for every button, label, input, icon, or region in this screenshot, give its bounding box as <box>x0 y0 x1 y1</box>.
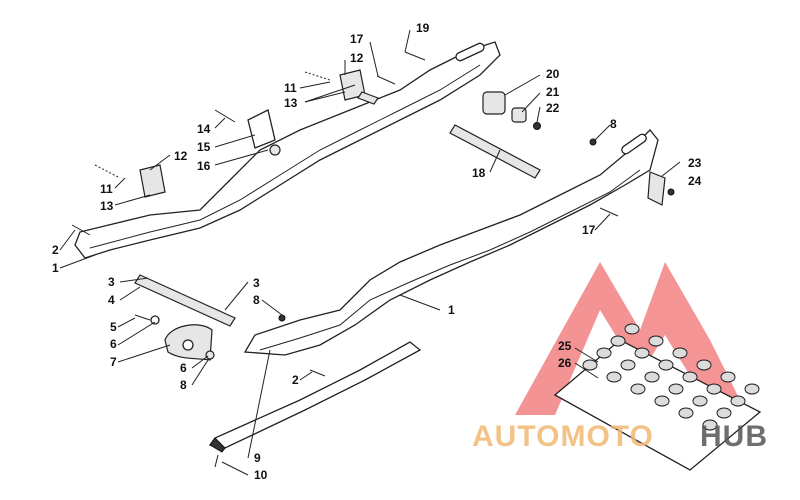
callout-4: 4 <box>108 293 115 307</box>
callout-9: 9 <box>254 451 261 465</box>
callout-8-lower: 8 <box>180 378 187 392</box>
callout-6: 6 <box>110 337 117 351</box>
callout-5: 5 <box>110 320 117 334</box>
callout-16: 16 <box>197 159 211 173</box>
callout-7: 7 <box>110 355 117 369</box>
stud <box>610 335 626 347</box>
stud <box>606 371 622 383</box>
callout-23: 23 <box>688 156 702 170</box>
bumper-20 <box>482 91 506 115</box>
stud <box>672 347 688 359</box>
stud <box>624 323 640 335</box>
callout-21: 21 <box>546 85 560 99</box>
watermark-text: AUTOMOTO HUB <box>472 420 768 453</box>
stud <box>696 359 712 371</box>
callout-26: 26 <box>558 356 572 370</box>
stud <box>692 395 708 407</box>
nut-22 <box>533 122 541 130</box>
callout-14: 14 <box>197 122 211 136</box>
callout-labels: 19 17 12 11 13 20 21 22 14 15 16 12 11 1… <box>52 21 702 482</box>
stud <box>658 359 674 371</box>
callout-11-left: 11 <box>100 182 113 196</box>
traction-studs-25-26 <box>553 323 762 471</box>
stud <box>744 383 760 395</box>
cross-shafts <box>134 124 541 327</box>
stud <box>596 347 612 359</box>
bracket-15 <box>247 109 281 156</box>
stud <box>634 347 650 359</box>
stud <box>702 419 718 431</box>
callout-2-left: 2 <box>52 243 59 257</box>
stud <box>620 359 636 371</box>
stud <box>648 335 664 347</box>
callout-19: 19 <box>416 21 430 35</box>
stud <box>582 359 598 371</box>
callout-12-left: 12 <box>174 149 188 163</box>
left-clip-assembly <box>139 164 166 198</box>
callout-10: 10 <box>254 468 268 482</box>
stud <box>706 383 722 395</box>
callout-18: 18 <box>472 166 486 180</box>
callout-11: 11 <box>284 81 297 95</box>
callout-1-right: 1 <box>448 303 455 317</box>
callout-12: 12 <box>350 51 364 65</box>
stud <box>720 371 736 383</box>
callout-13: 13 <box>284 96 298 110</box>
callout-17: 17 <box>350 32 364 46</box>
callout-8-mid: 8 <box>253 293 260 307</box>
right-rail <box>243 129 659 356</box>
stud <box>668 383 684 395</box>
bracket-23 <box>647 171 666 206</box>
wear-strip-9 <box>208 341 422 453</box>
stud <box>716 407 732 419</box>
callout-17-right: 17 <box>582 223 596 237</box>
callout-22: 22 <box>546 101 560 115</box>
callout-1-left: 1 <box>52 261 59 275</box>
stud <box>730 395 746 407</box>
callout-8-top: 8 <box>610 117 617 131</box>
callout-24: 24 <box>688 174 702 188</box>
callout-3-right: 3 <box>253 276 260 290</box>
callout-6-lower: 6 <box>180 361 187 375</box>
stud <box>630 383 646 395</box>
callout-20: 20 <box>546 67 560 81</box>
stud <box>654 395 670 407</box>
stud <box>644 371 660 383</box>
watermark-hub: HUB <box>700 420 768 453</box>
upper-clip-assembly <box>339 69 379 105</box>
left-rail <box>74 41 501 259</box>
callout-15: 15 <box>197 140 211 154</box>
callout-25: 25 <box>558 339 572 353</box>
stud <box>678 407 694 419</box>
callout-13-left: 13 <box>100 199 114 213</box>
callout-2-right: 2 <box>292 373 299 387</box>
leader-lines <box>59 29 681 476</box>
watermark-automoto: AUTOMOTO <box>472 420 654 453</box>
stud <box>682 371 698 383</box>
callout-3-left: 3 <box>108 275 115 289</box>
idler-wheel-7 <box>164 324 213 361</box>
